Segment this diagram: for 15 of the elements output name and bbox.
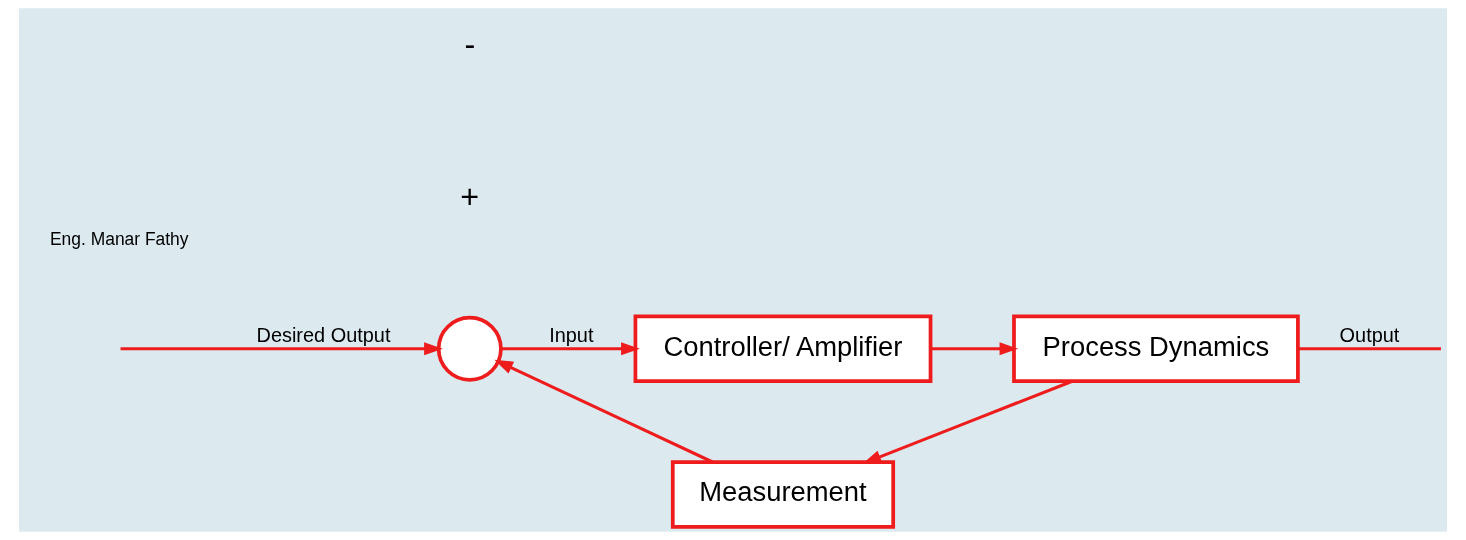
node-box: Measurement [670, 460, 896, 529]
arrow [120, 342, 443, 356]
node-box: Controller/ Amplifier [633, 314, 933, 383]
arrow [501, 342, 640, 356]
node-box: Process Dynamics [1012, 314, 1300, 383]
label: + [460, 179, 480, 216]
arrow [494, 359, 714, 464]
connector [1298, 347, 1441, 351]
edge-label: Input [549, 324, 594, 347]
label: Eng. Manar Fathy [50, 229, 189, 250]
label: - [464, 27, 476, 64]
arrow [930, 342, 1019, 356]
node-circle [436, 315, 503, 382]
edge-label: Desired Output [256, 324, 391, 347]
edge-label: Output [1339, 324, 1400, 347]
